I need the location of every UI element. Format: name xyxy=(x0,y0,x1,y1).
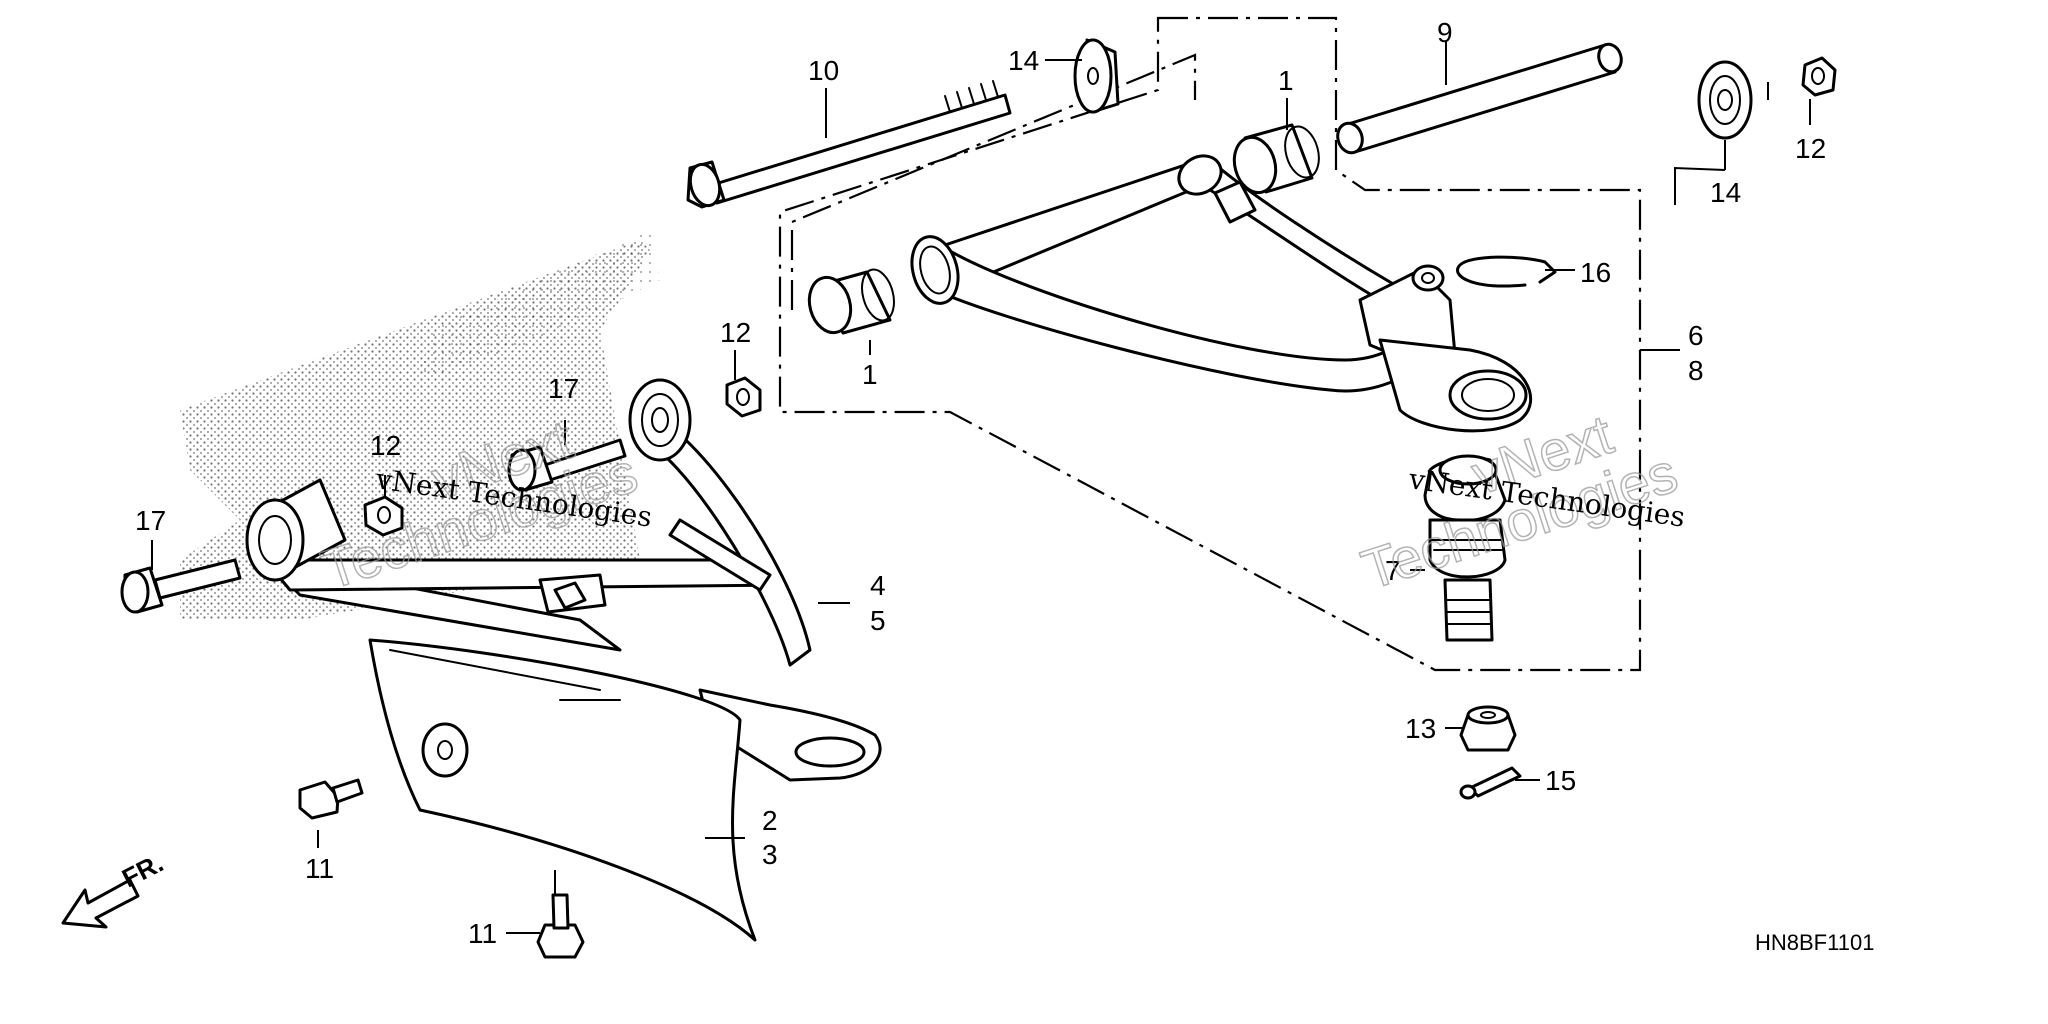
castle-nut-13 xyxy=(1459,705,1517,752)
callout-12-mid: 12 xyxy=(720,317,751,348)
ball-joint-7 xyxy=(1423,454,1507,642)
bushing-1-upper xyxy=(1232,123,1320,195)
washer-14-left xyxy=(1073,38,1120,114)
callout-9: 9 xyxy=(1437,17,1453,48)
frame-shading-light xyxy=(420,230,660,380)
assembly-boundary xyxy=(778,16,1642,672)
leader-lines xyxy=(151,40,1811,934)
callout-3: 3 xyxy=(762,839,778,870)
upper-a-arm xyxy=(910,154,1532,433)
callout-10: 10 xyxy=(808,55,839,86)
callout-16: 16 xyxy=(1580,257,1611,288)
washer-14-right xyxy=(1697,60,1753,140)
callout-5: 5 xyxy=(870,605,886,636)
bolt-17-left xyxy=(120,558,242,614)
callout-17-left: 17 xyxy=(135,505,166,536)
circlip-16 xyxy=(1456,255,1557,288)
bolt-11-lower xyxy=(536,893,585,959)
pipe-9 xyxy=(1336,42,1623,155)
watermark-right: vNext Technologies vNext Technologies xyxy=(1353,401,1687,602)
nut-12-mid xyxy=(725,376,762,418)
bolt-17-mid xyxy=(507,438,627,492)
callouts: 10 14 1 9 12 14 16 6 8 1 7 13 15 12 17 1… xyxy=(135,17,1826,949)
lower-a-arm xyxy=(245,378,882,782)
callout-7: 7 xyxy=(1385,555,1401,586)
callout-14-right: 14 xyxy=(1710,177,1741,208)
cotter-pin-15 xyxy=(1459,766,1522,800)
nut-12-right xyxy=(1801,56,1837,97)
callout-1-lower: 1 xyxy=(862,359,878,390)
callout-11-upper: 11 xyxy=(305,853,334,884)
callout-4: 4 xyxy=(870,570,886,601)
bolt-11-upper xyxy=(298,778,364,820)
callout-1-upper: 1 xyxy=(1278,65,1294,96)
callout-6: 6 xyxy=(1688,320,1704,351)
callout-12-right: 12 xyxy=(1795,133,1826,164)
reference-code: HN8BF1101 xyxy=(1755,930,1874,955)
callout-15: 15 xyxy=(1545,765,1576,796)
front-direction-arrow: FR. xyxy=(61,848,168,929)
callout-17-mid: 17 xyxy=(548,373,579,404)
callout-12-left: 12 xyxy=(370,430,401,461)
bolt-10 xyxy=(686,80,1012,209)
bushing-1-lower xyxy=(807,268,895,335)
callout-11-lower: 11 xyxy=(468,918,497,949)
callout-8: 8 xyxy=(1688,355,1704,386)
callout-2: 2 xyxy=(762,805,778,836)
skid-guard-2-3 xyxy=(368,638,757,942)
callout-14-left: 14 xyxy=(1008,45,1039,76)
callout-13: 13 xyxy=(1405,713,1436,744)
